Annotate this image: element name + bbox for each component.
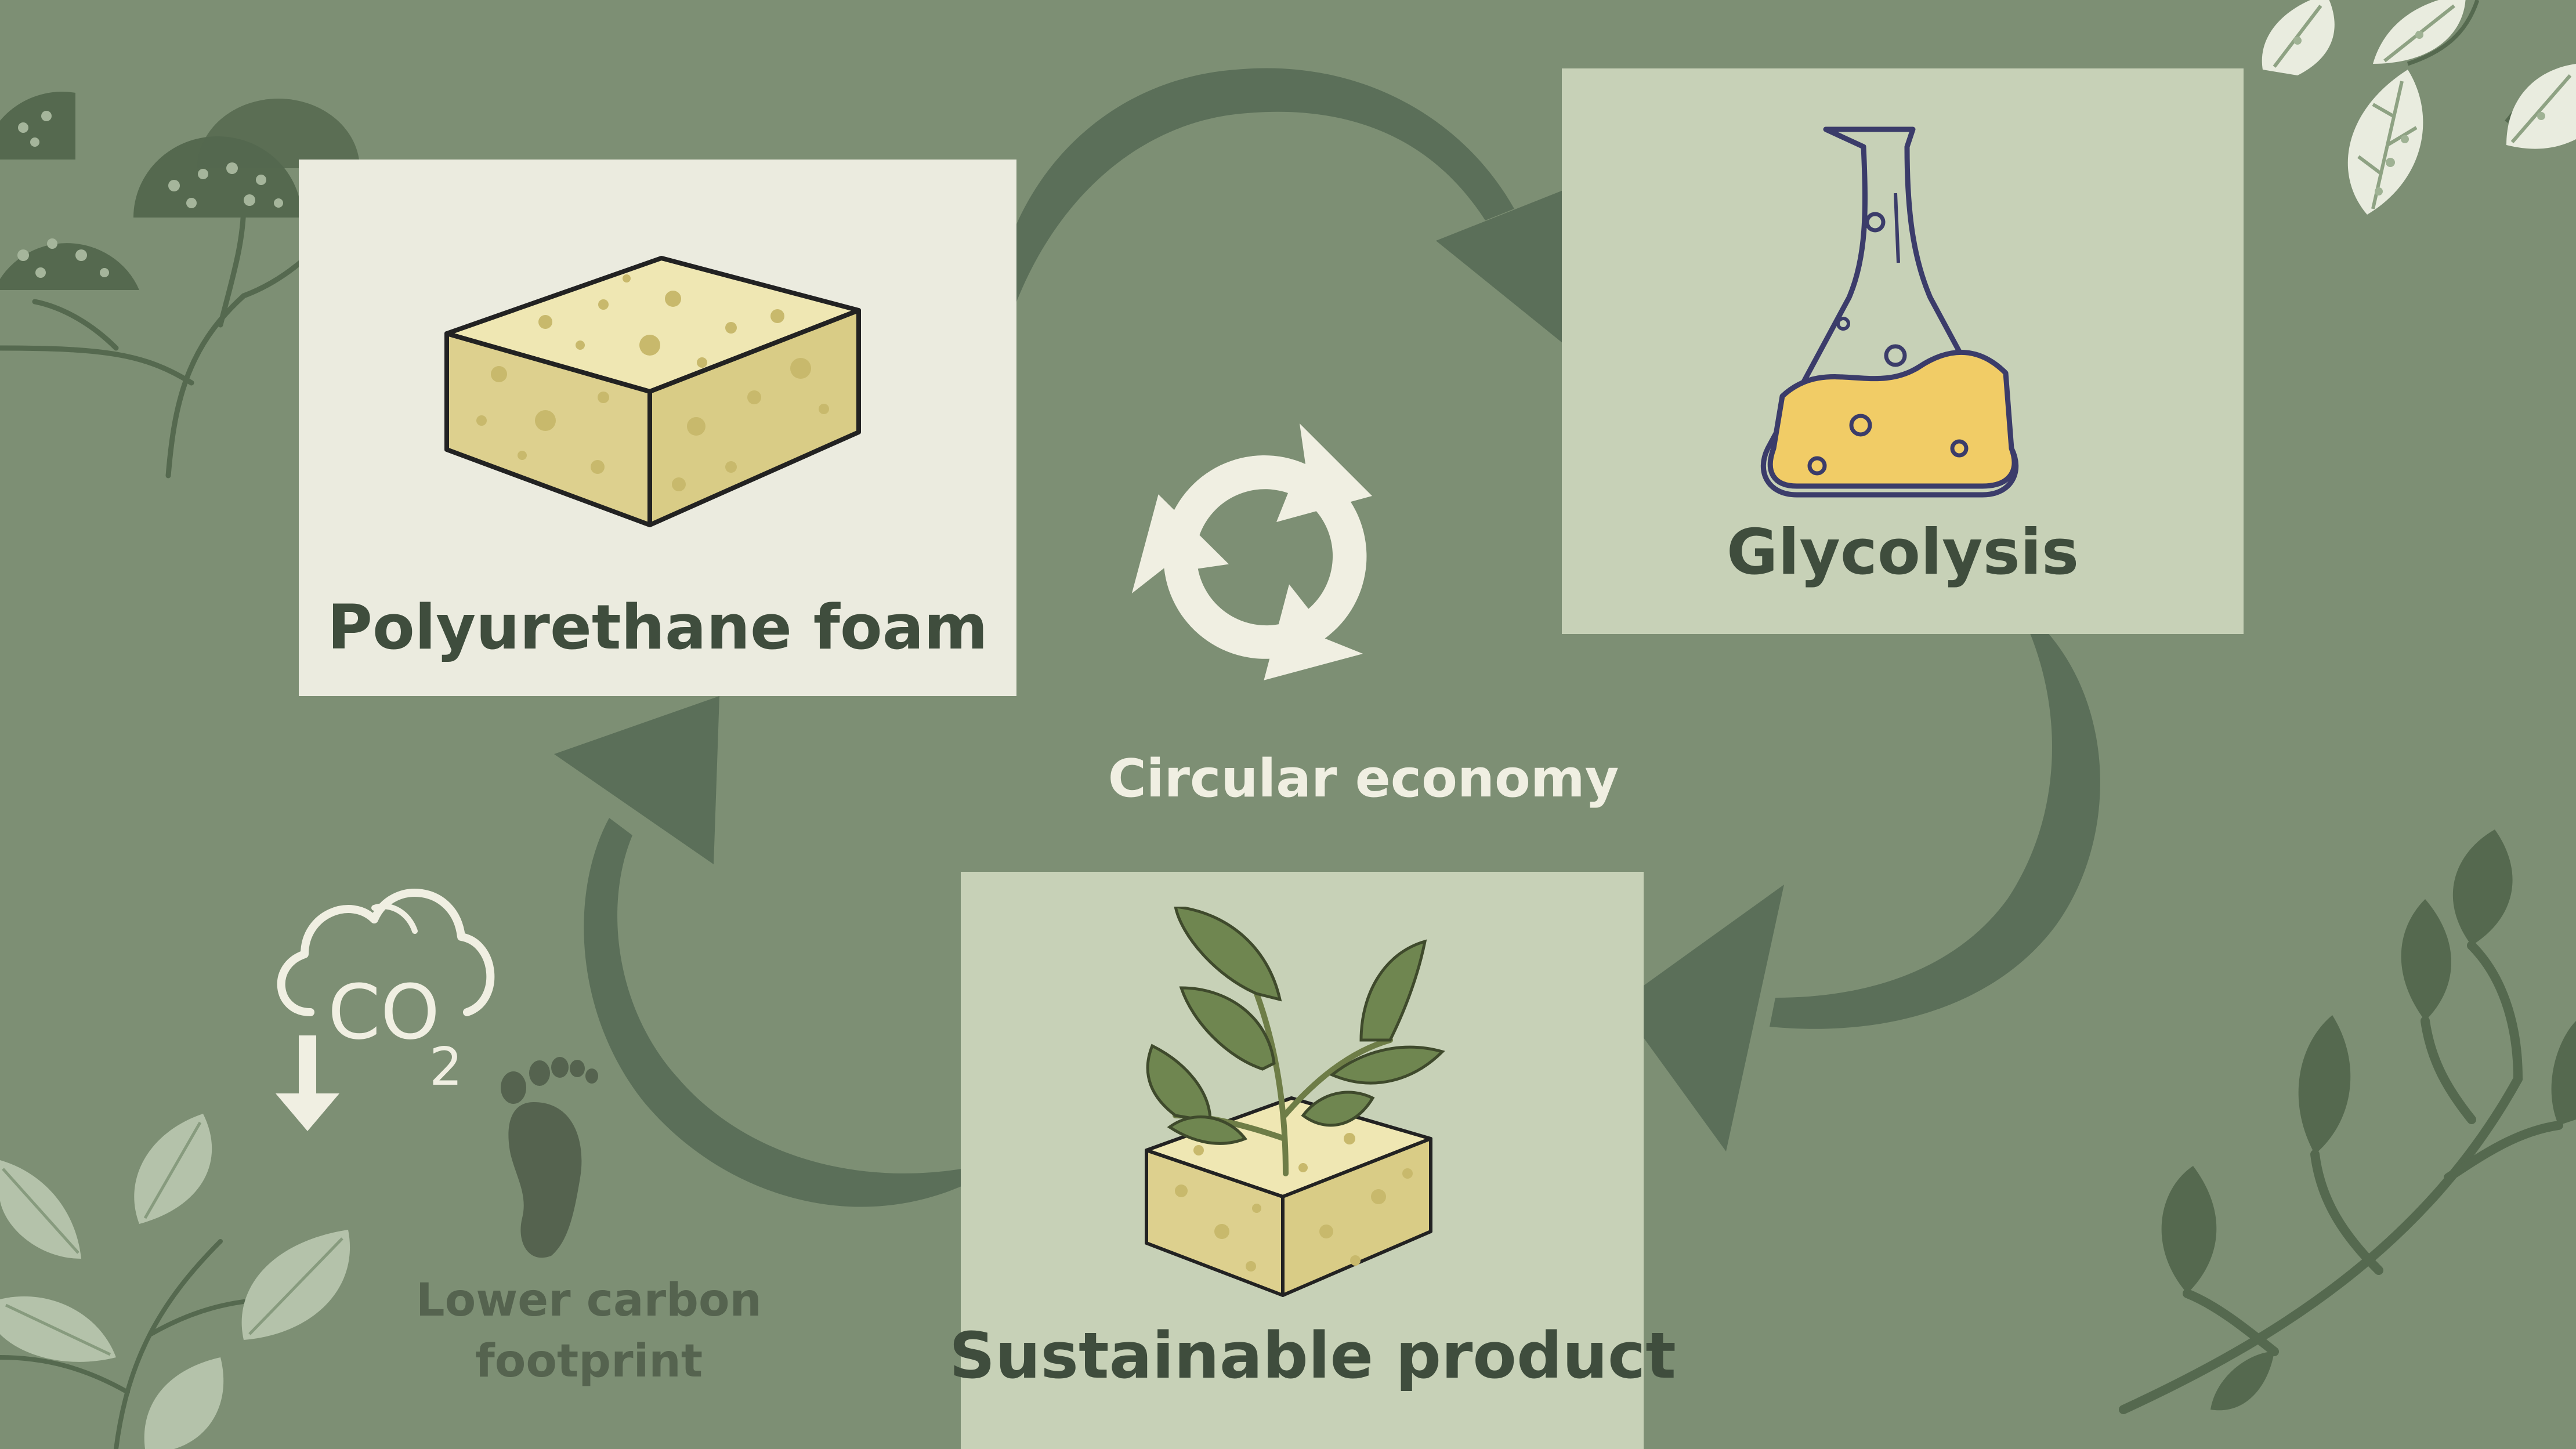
center-label: Circular economy [1108, 748, 1619, 809]
carbon-label-line2: footprint [475, 1335, 703, 1388]
leaves-bottom-right-icon [2119, 829, 2576, 1414]
carbon-label: Lower carbon footprint [383, 1270, 795, 1392]
node-label-product: Sustainable product [949, 1318, 1676, 1393]
co2-cloud-icon: CO 2 [276, 889, 495, 1131]
node-label-foam: Polyurethane foam [327, 592, 988, 663]
node-sustainable-product: Sustainable product [949, 872, 1676, 1449]
co2-subscript: 2 [429, 1037, 462, 1097]
arrow-foam-to-glycolysis [991, 68, 1619, 383]
arrow-glycolysis-to-product [1619, 603, 2100, 1151]
recycle-icon [1102, 423, 1427, 717]
tree-branch-top-left-icon [0, 92, 360, 479]
leaves-top-right-icon [2262, 0, 2576, 215]
flask-icon [1760, 126, 2019, 498]
node-polyurethane-foam: Polyurethane foam [299, 160, 1016, 696]
carbon-label-line1: Lower carbon [415, 1274, 762, 1327]
node-label-glycolysis: Glycolysis [1726, 516, 2079, 589]
plant-icon [1145, 907, 1445, 1297]
arrow-product-to-foam [554, 696, 1012, 1207]
sponge-icon [444, 256, 861, 527]
footprint-icon [501, 1057, 598, 1258]
leaves-bottom-left-icon [0, 1114, 350, 1449]
node-glycolysis: Glycolysis [1562, 68, 2244, 634]
co2-text: CO [328, 968, 440, 1056]
